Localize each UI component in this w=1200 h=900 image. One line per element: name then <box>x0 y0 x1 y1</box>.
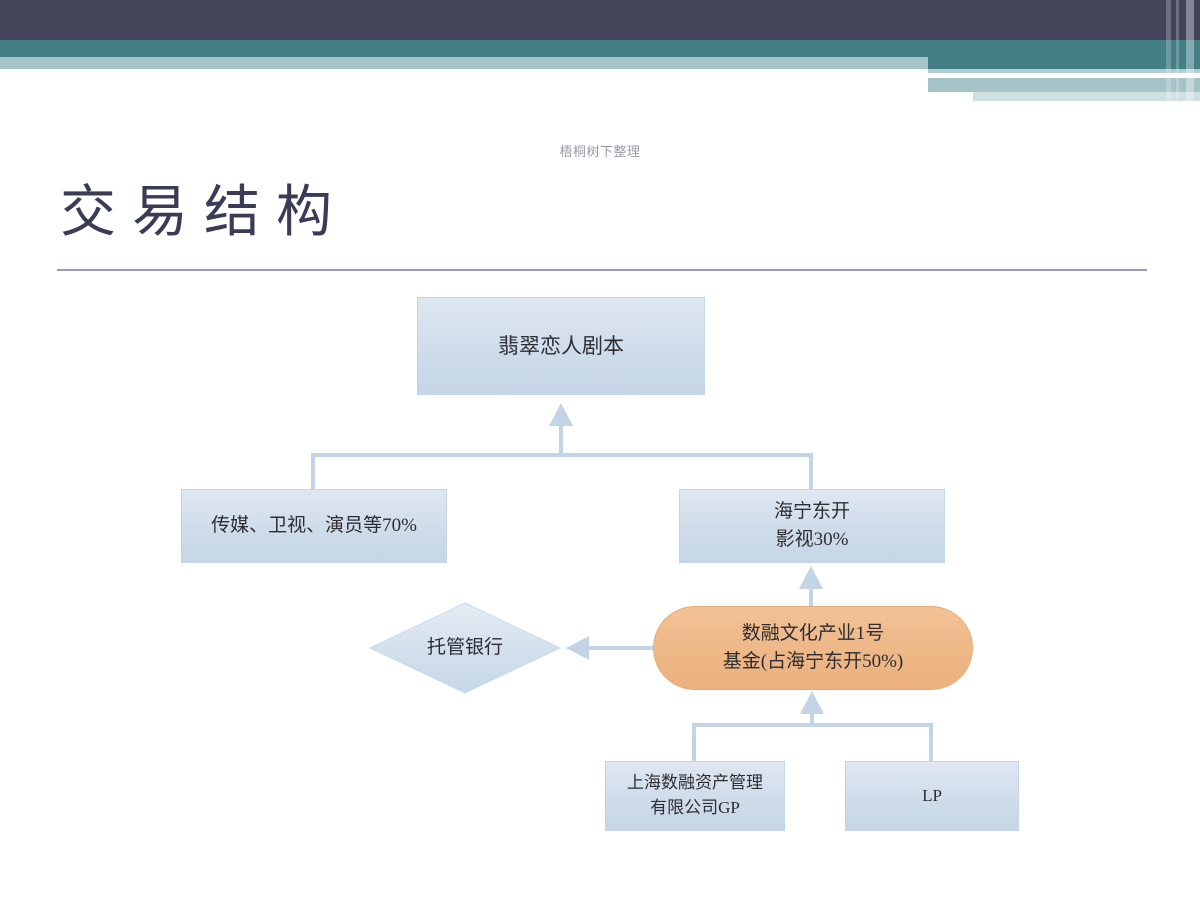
node-media-partners[interactable]: 传媒、卫视、演员等70% <box>181 489 447 563</box>
node-gp-line1: 上海数融资产管理 <box>627 773 763 793</box>
node-haining-dongkai-line2: 影视30% <box>775 529 849 550</box>
node-script-label: 翡翠恋人剧本 <box>498 333 624 358</box>
node-lp[interactable]: LP <box>845 761 1019 831</box>
node-gp[interactable]: 上海数融资产管理 有限公司GP <box>605 761 785 831</box>
node-lp-label: LP <box>922 785 942 805</box>
node-custodian-bank[interactable]: 托管银行 <box>369 602 561 694</box>
node-custodian-bank-label: 托管银行 <box>426 637 503 659</box>
source-watermark: 梧桐树下整理 <box>559 144 641 159</box>
node-haining-dongkai-line1: 海宁东开 <box>773 501 850 523</box>
diamond-shape-icon <box>369 602 561 694</box>
node-gp-text: 上海数融资产管理 有限公司GP <box>627 771 763 820</box>
node-fund-line1: 数融文化产业1号 <box>741 623 885 645</box>
node-script[interactable]: 翡翠恋人剧本 <box>417 297 705 395</box>
node-haining-dongkai-text: 海宁东开 影视30% <box>774 498 850 553</box>
node-fund-text: 数融文化产业1号 基金(占海宁东开50%) <box>723 620 903 675</box>
node-haining-dongkai[interactable]: 海宁东开 影视30% <box>679 489 945 563</box>
node-media-partners-label: 传媒、卫视、演员等70% <box>211 515 417 537</box>
node-fund-line2: 基金(占海宁东开50%) <box>722 651 904 672</box>
node-fund[interactable]: 数融文化产业1号 基金(占海宁东开50%) <box>653 606 973 690</box>
arrowheads <box>549 403 824 714</box>
title-divider <box>57 269 1147 271</box>
page-title: 交易结构 <box>60 182 348 244</box>
node-gp-line2: 有限公司GP <box>650 798 740 817</box>
